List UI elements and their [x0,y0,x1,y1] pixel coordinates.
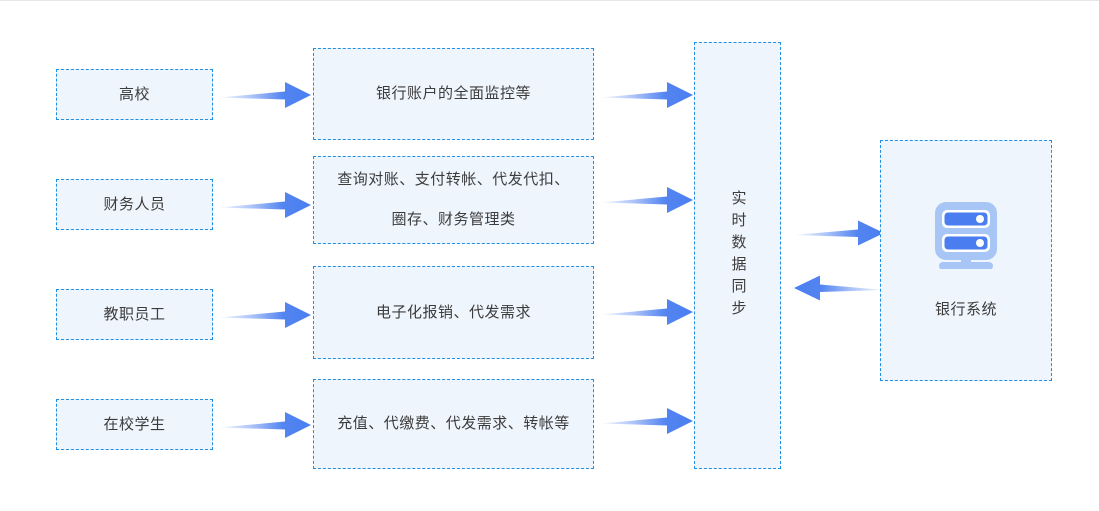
service-label: 充值、代缴费、代发需求、转帐等 [337,415,570,432]
service-label: 电子化报销、代发需求 [375,303,531,321]
service-label: 银行账户的全面监控等 [375,85,531,102]
actor-label: 教职员工 [103,305,166,323]
bank-system-label: 银行系统 [934,301,997,318]
actor-box-zaixiaoxuesheng[interactable]: 在校学生 [56,399,213,450]
actor-label: 在校学生 [103,415,166,433]
arrow-caiwu-to-query [219,189,311,221]
arrow-query-to-sync [601,184,693,216]
actor-box-gaoxiao[interactable]: 高校 [56,69,213,120]
sync-bar-label: 实时数据同步 [729,189,747,322]
arrow-chongzhi-to-sync [601,405,693,437]
service-box-query-payment[interactable]: 查询对账、支付转帐、代发代扣、 圈存、财务管理类 [313,156,594,244]
arrow-sync-to-bank [794,218,884,248]
arrow-monitor-to-sync [601,79,693,111]
arrow-bank-to-sync [794,273,884,303]
actor-label: 高校 [118,85,150,103]
server-icon [929,201,1003,282]
arrow-baoxiao-to-sync [601,296,693,328]
actor-label: 财务人员 [103,195,166,213]
bank-system-panel[interactable]: 银行系统 [880,140,1052,381]
service-label: 查询对账、支付转帐、代发代扣、 圈存、财务管理类 [337,171,570,228]
arrow-jiaozhi-to-baoxiao [219,299,311,331]
service-box-reimbursement[interactable]: 电子化报销、代发需求 [313,266,594,359]
arrow-gaoxiao-to-monitor [219,79,311,111]
service-box-recharge[interactable]: 充值、代缴费、代发需求、转帐等 [313,379,594,469]
service-box-account-monitoring[interactable]: 银行账户的全面监控等 [313,48,594,140]
realtime-data-sync-bar[interactable]: 实时数据同步 [694,42,781,469]
actor-box-jiaozhiyuangong[interactable]: 教职员工 [56,289,213,340]
actor-box-caiwurenyuan[interactable]: 财务人员 [56,179,213,230]
arrow-xuesheng-to-chongzhi [219,409,311,441]
